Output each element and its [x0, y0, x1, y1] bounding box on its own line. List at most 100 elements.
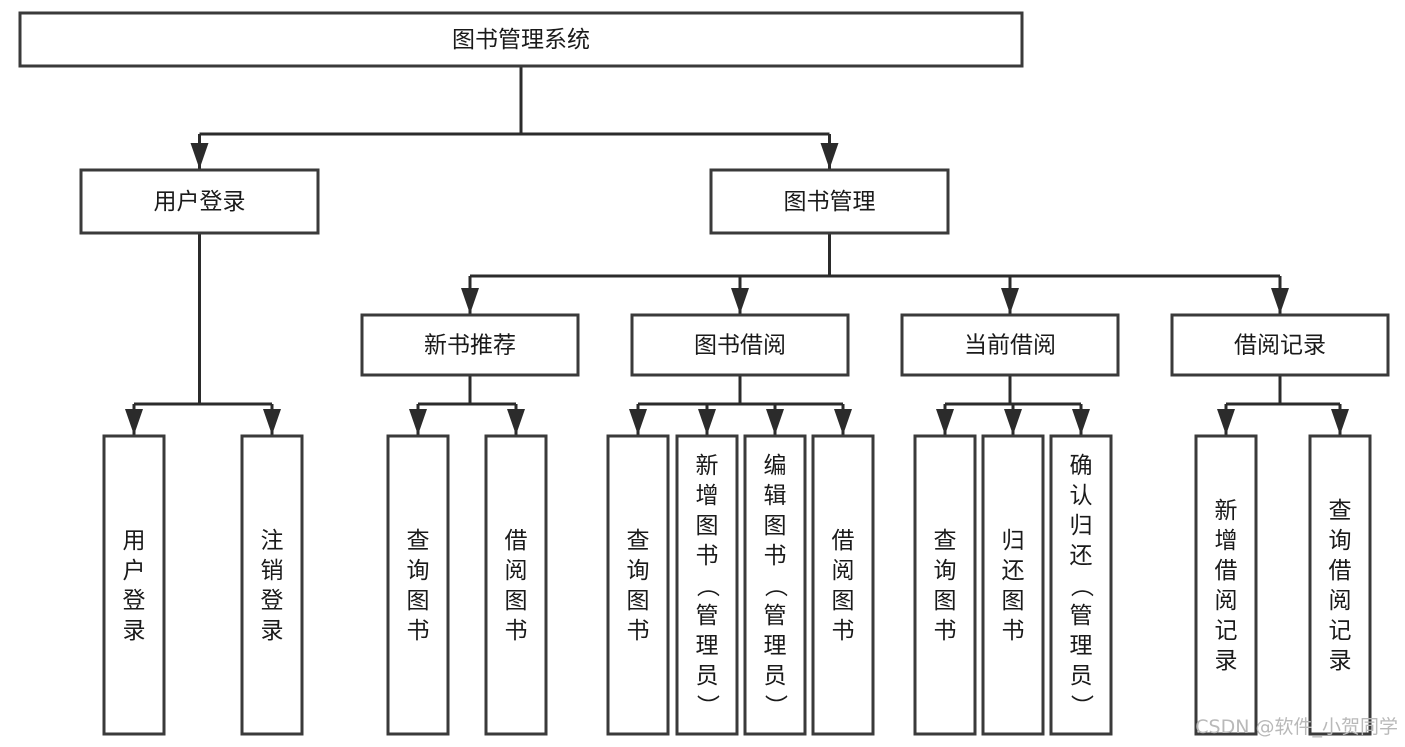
node-root[interactable]: 图书管理系统 [18, 11, 1024, 68]
svg-text:书: 书 [505, 618, 528, 644]
svg-text:理: 理 [1070, 633, 1093, 659]
node-label-current-borrow: 当前借阅 [964, 333, 1056, 359]
svg-text:户: 户 [123, 558, 146, 584]
svg-text:借: 借 [1215, 558, 1238, 584]
arrow-head-icon-leaf-borrow-book [834, 409, 852, 435]
svg-text:员: 员 [1070, 663, 1093, 689]
node-label-book-borrow: 图书借阅 [694, 333, 786, 359]
svg-text:归: 归 [1070, 513, 1093, 539]
svg-text:书: 书 [832, 618, 855, 644]
svg-text:询: 询 [1329, 528, 1352, 554]
node-label-leaf-user-login: 用户登录 [123, 528, 146, 644]
svg-text:辑: 辑 [764, 483, 787, 509]
node-box-leaf-return-book [981, 434, 1045, 736]
node-new-book-recommend[interactable]: 新书推荐 [360, 313, 580, 377]
svg-text:登: 登 [261, 588, 284, 614]
node-box-user-login [79, 168, 320, 235]
svg-text:借: 借 [1329, 558, 1352, 584]
svg-text:图: 图 [407, 588, 430, 614]
node-box-root [18, 11, 1024, 68]
node-label-new-book-recommend: 新书推荐 [424, 333, 516, 359]
svg-text:编: 编 [764, 453, 787, 479]
svg-text:理: 理 [764, 633, 787, 659]
node-box-leaf-query-borrow-record [1308, 434, 1372, 736]
svg-text:询: 询 [934, 558, 957, 584]
node-label-user-login: 用户登录 [154, 189, 246, 215]
node-book-management[interactable]: 图书管理 [709, 168, 950, 235]
svg-text:）: ） [762, 694, 788, 717]
arrow-head-icon-leaf-return-book [1004, 409, 1022, 435]
arrow-head-icon-borrow-record [1271, 288, 1289, 314]
node-box-leaf-confirm-return-admin [1049, 434, 1113, 736]
svg-text:图: 图 [832, 588, 855, 614]
node-layer: 图书管理系统用户登录图书管理新书推荐图书借阅当前借阅借阅记录用户登录注销登录查询… [18, 11, 1390, 736]
node-box-leaf-user-login [102, 434, 166, 736]
svg-text:认: 认 [1070, 483, 1093, 509]
svg-text:图: 图 [627, 588, 650, 614]
svg-text:阅: 阅 [832, 558, 855, 584]
node-book-borrow[interactable]: 图书借阅 [630, 313, 850, 377]
svg-text:书: 书 [934, 618, 957, 644]
svg-text:归: 归 [1002, 528, 1025, 554]
svg-text:员: 员 [696, 663, 719, 689]
node-label-borrow-record: 借阅记录 [1234, 333, 1326, 359]
svg-text:新: 新 [1215, 498, 1238, 524]
arrow-head-icon-book-borrow [731, 288, 749, 314]
svg-text:增: 增 [1215, 528, 1238, 554]
svg-text:增: 增 [696, 483, 719, 509]
node-box-leaf-logout [240, 434, 304, 736]
svg-text:图: 图 [934, 588, 957, 614]
svg-text:阅: 阅 [1215, 588, 1238, 614]
svg-text:借: 借 [505, 528, 528, 554]
arrow-head-icon-leaf-user-login [125, 409, 143, 435]
arrow-head-icon-new-book-recommend [461, 288, 479, 314]
arrow-head-icon-leaf-query-book-new [409, 409, 427, 435]
node-box-leaf-query-book-current [913, 434, 977, 736]
svg-text:用: 用 [123, 528, 146, 554]
svg-text:（: （ [762, 574, 788, 597]
arrow-head-icon-leaf-borrow-book-new [507, 409, 525, 435]
node-label-book-management: 图书管理 [784, 189, 876, 215]
svg-text:录: 录 [1329, 648, 1352, 674]
node-user-login[interactable]: 用户登录 [79, 168, 320, 235]
node-borrow-record[interactable]: 借阅记录 [1170, 313, 1390, 377]
node-box-leaf-add-book-admin [675, 434, 739, 736]
svg-text:录: 录 [261, 618, 284, 644]
svg-text:录: 录 [1215, 648, 1238, 674]
node-current-borrow[interactable]: 当前借阅 [900, 313, 1120, 377]
svg-text:管: 管 [696, 603, 719, 629]
svg-text:阅: 阅 [1329, 588, 1352, 614]
svg-text:（: （ [1068, 574, 1094, 597]
arrow-head-icon-leaf-query-book-borrow [629, 409, 647, 435]
node-box-leaf-query-book-new [386, 434, 450, 736]
node-leaf-user-login[interactable]: 用户登录 [102, 434, 166, 736]
node-box-book-management [709, 168, 950, 235]
svg-text:还: 还 [1002, 558, 1025, 584]
svg-text:查: 查 [627, 528, 650, 554]
svg-text:注: 注 [261, 528, 284, 554]
svg-text:登: 登 [123, 588, 146, 614]
node-label-root: 图书管理系统 [452, 27, 590, 53]
svg-text:理: 理 [696, 633, 719, 659]
svg-text:图: 图 [505, 588, 528, 614]
